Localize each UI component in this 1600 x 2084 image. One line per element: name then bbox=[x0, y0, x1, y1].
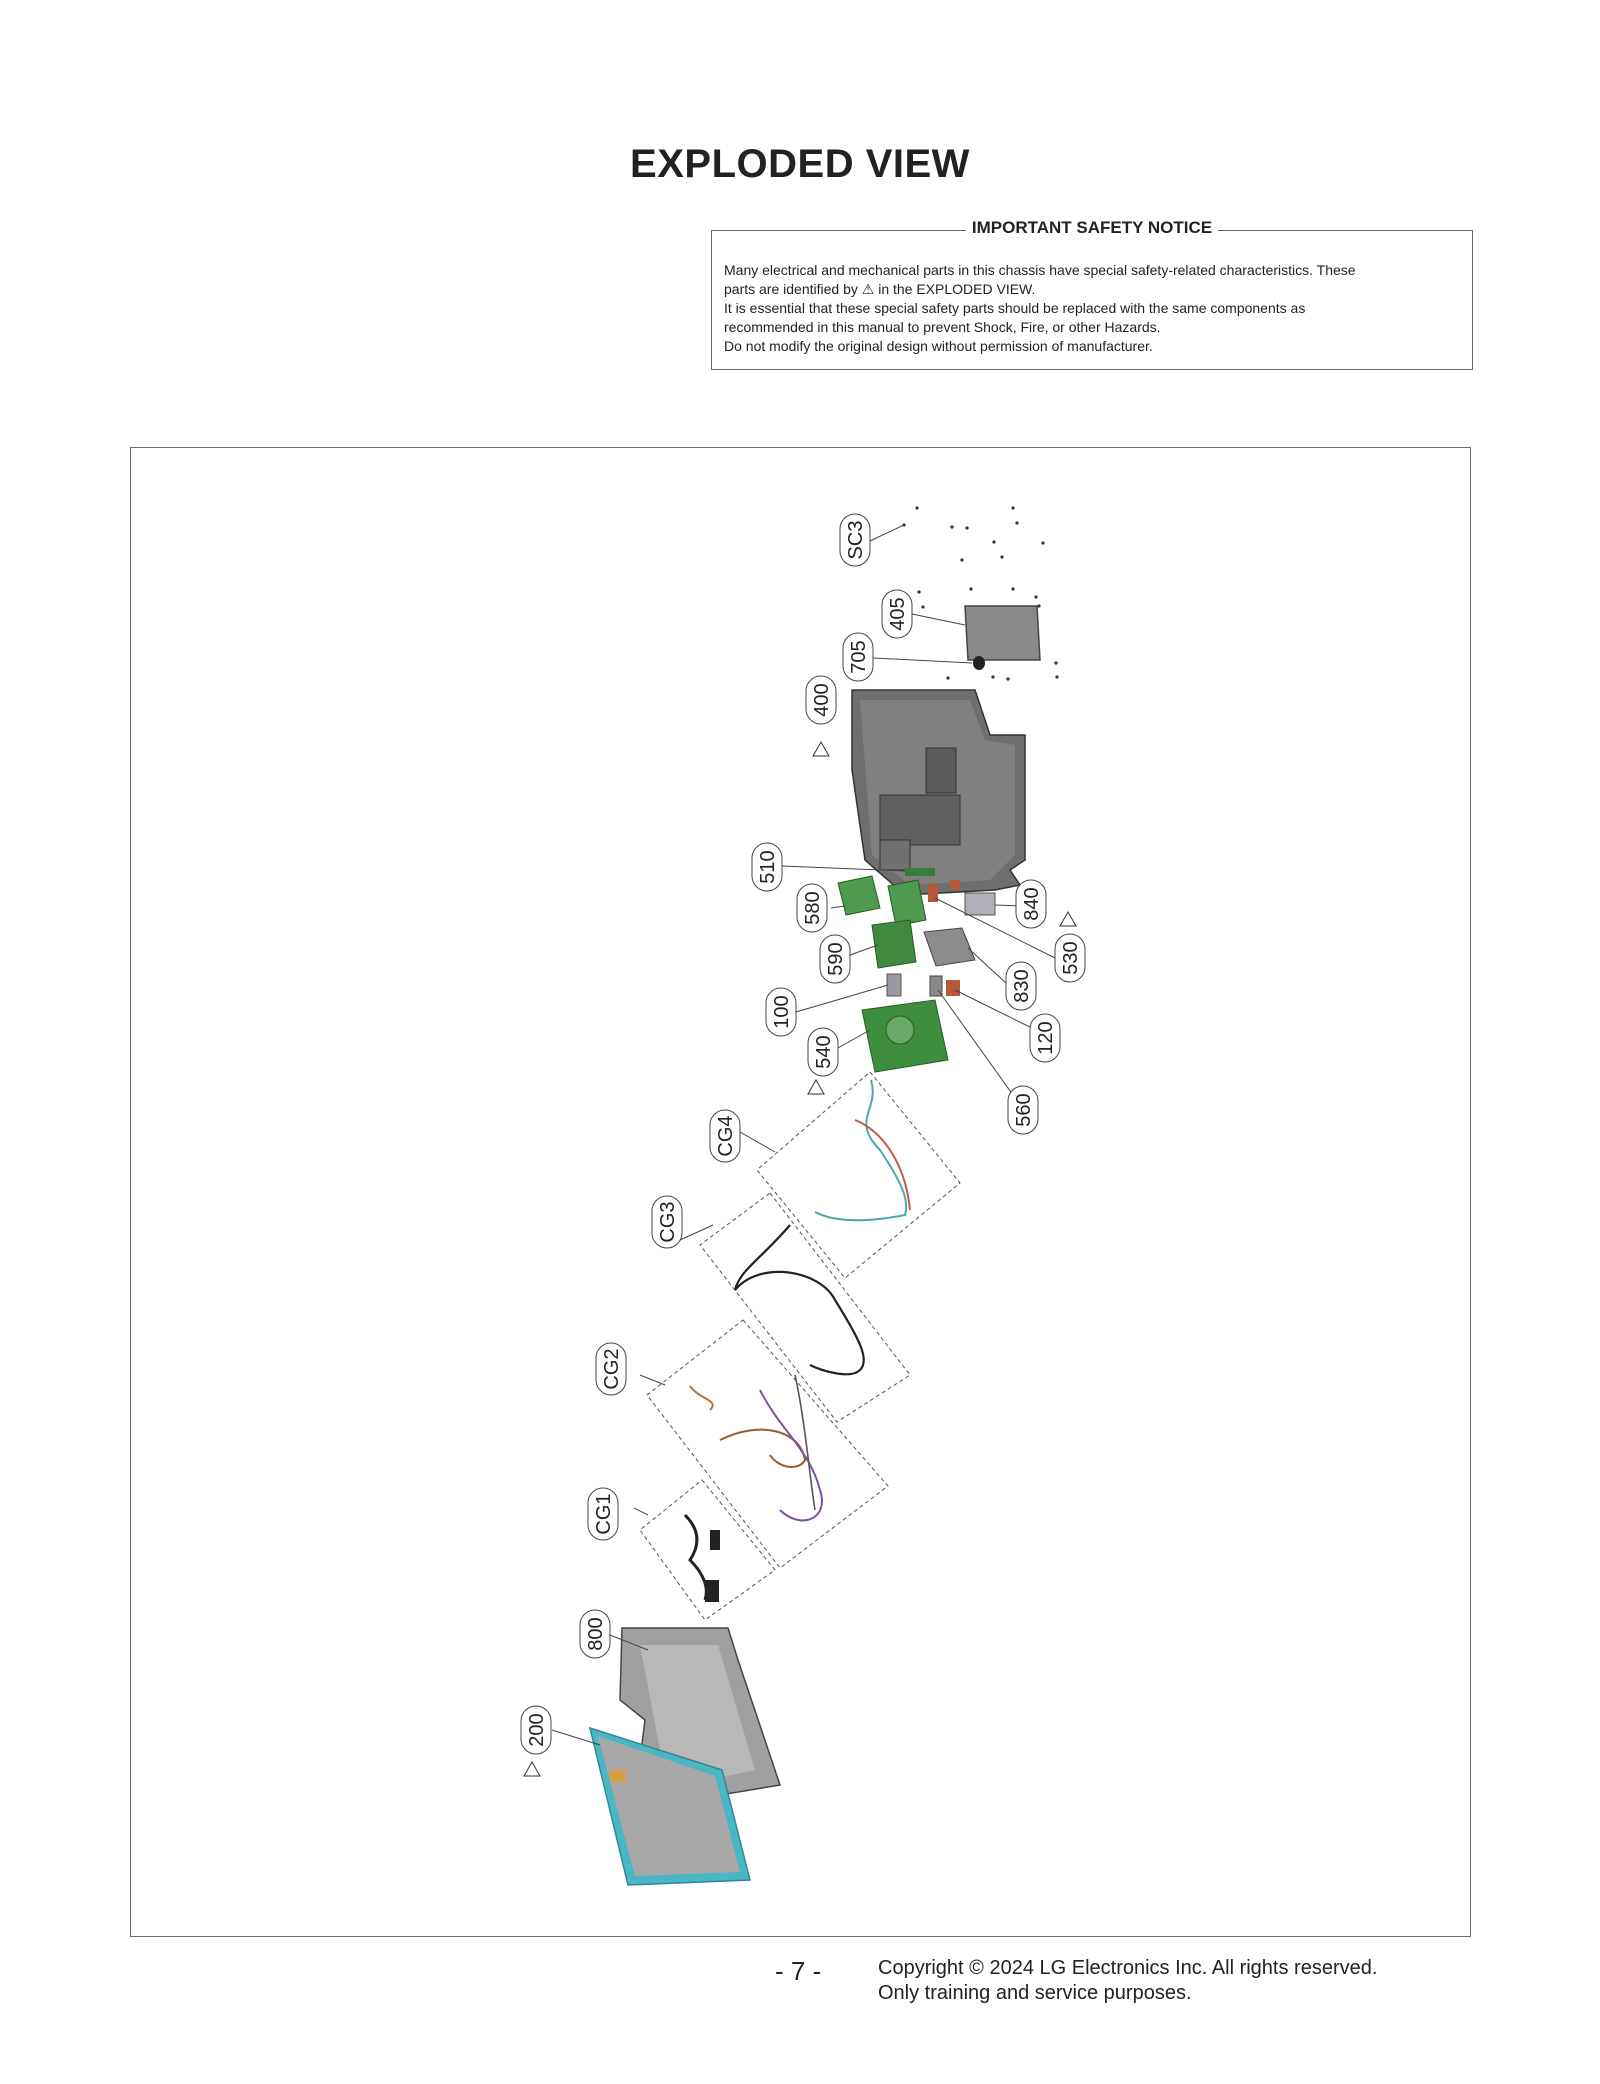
footer-line-2: Only training and service purposes. bbox=[878, 1982, 1192, 2004]
svg-text:200: 200 bbox=[526, 1713, 548, 1746]
part-590-board bbox=[871, 919, 917, 969]
callout-705: 705 bbox=[842, 632, 874, 682]
callout-580: 580 bbox=[796, 883, 828, 933]
part-100 bbox=[886, 973, 902, 997]
copyright-footer: Copyright © 2024 LG Electronics Inc. All… bbox=[878, 1956, 1377, 2006]
svg-text:800: 800 bbox=[585, 1617, 607, 1650]
callout-560: 560 bbox=[1007, 1085, 1039, 1135]
svg-text:590: 590 bbox=[825, 942, 847, 975]
cable-group-cg3-box bbox=[699, 1192, 911, 1423]
svg-text:530: 530 bbox=[1060, 941, 1082, 974]
notice-line-5: Do not modify the original design withou… bbox=[724, 338, 1153, 354]
svg-text:CG1: CG1 bbox=[593, 1493, 615, 1534]
svg-text:120: 120 bbox=[1035, 1021, 1057, 1054]
svg-text:560: 560 bbox=[1013, 1093, 1035, 1126]
callout-120: 120 bbox=[1029, 1013, 1061, 1063]
page-title: EXPLODED VIEW bbox=[630, 142, 970, 186]
callout-cg1: CG1 bbox=[587, 1487, 619, 1541]
safety-notice-box: IMPORTANT SAFETY NOTICE Many electrical … bbox=[711, 218, 1473, 370]
svg-text:CG3: CG3 bbox=[657, 1201, 679, 1242]
part-405-plate bbox=[964, 605, 1041, 661]
part-540-main-board bbox=[861, 999, 949, 1073]
notice-line-2: parts are identified by ⚠ in the EXPLODE… bbox=[724, 280, 1458, 299]
warning-triangle-icon-400 bbox=[812, 740, 830, 757]
callout-cg3: CG3 bbox=[651, 1195, 683, 1249]
callout-840: 840 bbox=[1015, 879, 1047, 929]
callout-510: 510 bbox=[751, 842, 783, 892]
callout-100: 100 bbox=[765, 987, 797, 1037]
footer-line-1: Copyright © 2024 LG Electronics Inc. All… bbox=[878, 1957, 1378, 1979]
part-120 bbox=[946, 980, 960, 996]
part-580-board bbox=[837, 875, 881, 916]
svg-text:CG4: CG4 bbox=[715, 1115, 737, 1156]
svg-text:705: 705 bbox=[848, 640, 870, 673]
part-840-connector bbox=[964, 892, 996, 916]
callout-200: 200 bbox=[520, 1705, 552, 1755]
callout-800: 800 bbox=[579, 1609, 611, 1659]
safety-notice-title: IMPORTANT SAFETY NOTICE bbox=[965, 218, 1219, 238]
warning-triangle-icon: ⚠ bbox=[861, 281, 875, 297]
callout-405: 405 bbox=[881, 589, 913, 639]
callout-400: 400 bbox=[805, 675, 837, 725]
svg-text:580: 580 bbox=[802, 891, 824, 924]
svg-text:540: 540 bbox=[813, 1035, 835, 1068]
callout-540: 540 bbox=[807, 1027, 839, 1077]
callout-590: 590 bbox=[819, 934, 851, 984]
warning-triangle-icon-540 bbox=[807, 1078, 825, 1095]
svg-text:510: 510 bbox=[757, 850, 779, 883]
cable-group-cg1-box bbox=[639, 1479, 776, 1621]
svg-text:830: 830 bbox=[1011, 969, 1033, 1002]
notice-line-2-before: parts are identified by bbox=[724, 281, 858, 297]
notice-line-4: recommended in this manual to prevent Sh… bbox=[724, 319, 1161, 335]
callout-830: 830 bbox=[1005, 961, 1037, 1011]
exploded-view-frame bbox=[130, 447, 1471, 1937]
part-510-board bbox=[905, 868, 935, 876]
notice-line-1: Many electrical and mechanical parts in … bbox=[724, 262, 1356, 278]
svg-text:400: 400 bbox=[811, 683, 833, 716]
part-830-shield bbox=[923, 927, 976, 967]
callout-cg2: CG2 bbox=[595, 1342, 627, 1396]
part-530 bbox=[928, 884, 938, 902]
part-green-board-2 bbox=[887, 879, 927, 927]
svg-text:840: 840 bbox=[1021, 887, 1043, 920]
callout-sc3: SC3 bbox=[839, 513, 871, 567]
svg-text:SC3: SC3 bbox=[845, 521, 867, 560]
notice-line-3: It is essential that these special safet… bbox=[724, 300, 1306, 316]
page-number: - 7 - bbox=[775, 1956, 822, 1986]
warning-triangle-icon-200 bbox=[523, 1760, 541, 1777]
svg-text:CG2: CG2 bbox=[601, 1348, 623, 1389]
safety-notice-body: Many electrical and mechanical parts in … bbox=[724, 261, 1458, 356]
svg-text:405: 405 bbox=[887, 597, 909, 630]
callout-cg4: CG4 bbox=[709, 1109, 741, 1163]
part-200-display bbox=[588, 1726, 751, 1886]
cable-group-cg4-box bbox=[756, 1071, 961, 1279]
warning-triangle-icon-840 bbox=[1059, 910, 1077, 927]
part-705 bbox=[973, 656, 985, 670]
cable-group-cg2-box bbox=[646, 1319, 889, 1569]
part-400-back-cover bbox=[851, 689, 1026, 896]
svg-text:100: 100 bbox=[771, 995, 793, 1028]
notice-line-2-after: in the EXPLODED VIEW. bbox=[878, 281, 1036, 297]
callout-530: 530 bbox=[1054, 933, 1086, 983]
